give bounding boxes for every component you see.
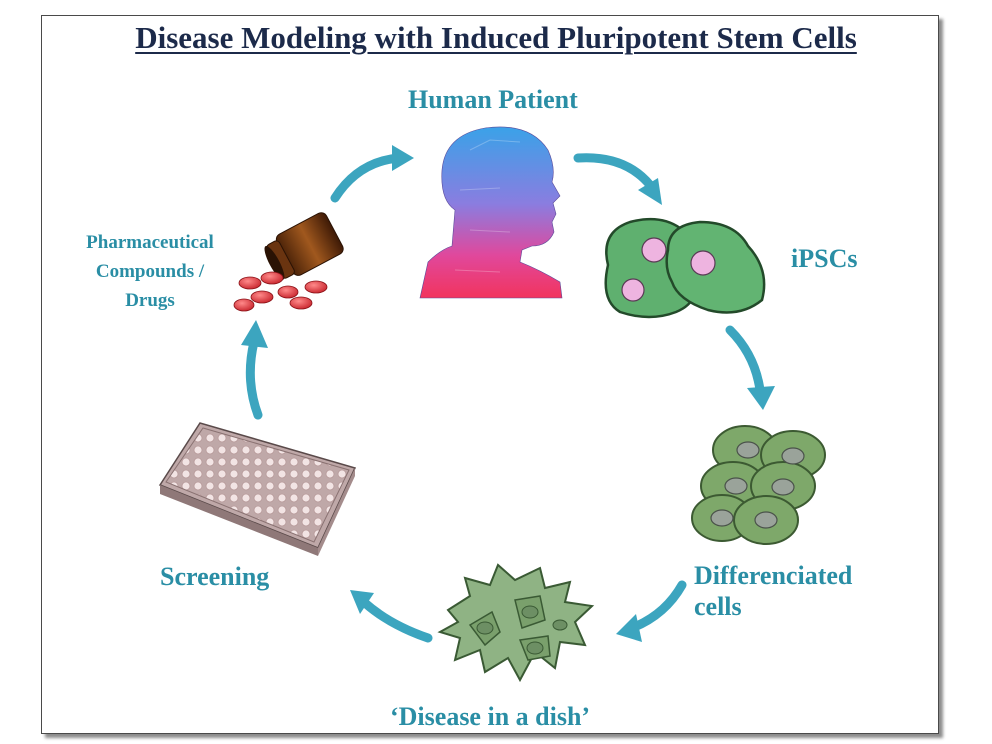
label-pharmaceutical-compounds: Pharmaceutical Compounds / Drugs <box>86 232 214 311</box>
diagram-title: Disease Modeling with Induced Pluripoten… <box>135 20 857 55</box>
label-ipscs: iPSCs <box>791 244 858 273</box>
arrow-differentiated-to-dish <box>616 580 687 642</box>
human-head-icon <box>419 126 563 299</box>
arrow-patient-to-ipsc <box>573 153 662 205</box>
arrow-dish-to-screening <box>350 590 433 643</box>
disease-dish-cells-icon <box>437 563 595 683</box>
label-differentiated-cells: Differenciated cells <box>694 561 853 621</box>
label-human-patient: Human Patient <box>408 85 578 114</box>
ipsc-cells-icon <box>604 217 766 319</box>
arrow-drugs-to-patient <box>330 145 414 203</box>
arrow-screening-to-drugs <box>241 320 268 420</box>
differentiated-cells-icon <box>691 425 826 545</box>
well-plate-icon <box>158 422 357 556</box>
label-disease-in-a-dish: ‘Disease in a dish’ <box>390 702 591 731</box>
arrow-ipsc-to-differentiated <box>725 325 775 410</box>
pill-bottle-icon <box>233 212 344 312</box>
label-screening: Screening <box>160 562 270 591</box>
